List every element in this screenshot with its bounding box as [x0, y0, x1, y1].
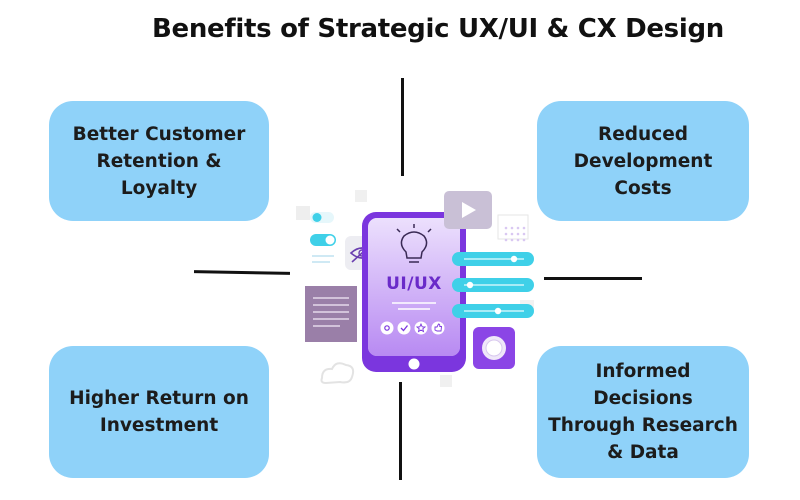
toggle-icon [310, 212, 336, 246]
screen-text-lines [392, 302, 436, 310]
phone-device [362, 212, 466, 372]
bg-square [440, 375, 452, 387]
page-title: Benefits of Strategic UX/UI & CX Design [152, 14, 724, 44]
bg-square [296, 206, 310, 220]
connector-line-right [544, 277, 642, 280]
benefit-card-label: Better Customer Retention & Loyalty [72, 123, 246, 199]
text-lines [312, 255, 334, 263]
benefit-card-label: Informed Decisions Through Research & Da… [548, 361, 738, 463]
document-icon [305, 286, 357, 342]
benefit-card-retention: Better Customer Retention & Loyalty [49, 101, 269, 221]
bg-square [355, 190, 367, 202]
knob-icon [473, 327, 515, 369]
connector-line-top [401, 78, 404, 176]
play-icon [444, 191, 492, 229]
slider-icon [452, 252, 534, 318]
lightbulb-icon [396, 224, 432, 263]
benefit-card-label: Higher Return on Investment [69, 388, 249, 436]
bg-square [497, 214, 529, 240]
cloud-icon [320, 362, 355, 385]
dot-grid [504, 226, 526, 242]
benefit-card-roi: Higher Return on Investment [49, 346, 269, 478]
phone-screen-label: UI/UX [386, 274, 442, 294]
benefit-card-decisions: Informed Decisions Through Research & Da… [537, 346, 749, 478]
star-icon [414, 321, 428, 335]
benefit-card-label: Reduced Development Costs [573, 123, 713, 199]
connector-line-bottom [399, 382, 402, 480]
benefit-card-costs: Reduced Development Costs [537, 101, 749, 221]
thumbs-up-icon [431, 321, 445, 335]
gear-icon [380, 321, 394, 335]
check-icon [397, 321, 411, 335]
